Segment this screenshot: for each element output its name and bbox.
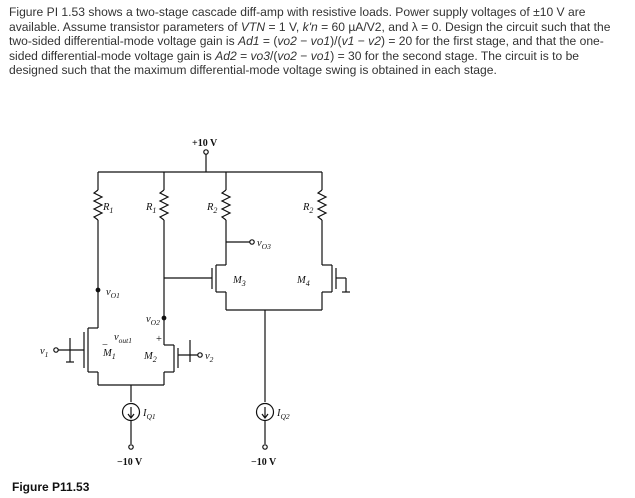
r1-left-label: R1	[102, 202, 113, 215]
figure-caption: Figure P11.53	[12, 480, 90, 494]
vout1-label: vout1	[114, 332, 132, 345]
r2-left-label: R2	[206, 202, 217, 215]
transistor-m4	[321, 264, 350, 310]
vo2-label: vO2	[146, 314, 160, 327]
r2-right-label: R2	[302, 202, 313, 215]
resistor-r2-right	[316, 189, 328, 221]
vout1-minus-sign: −	[102, 340, 108, 351]
m1-label: M1	[102, 348, 116, 361]
iq2-label: IQ2	[276, 408, 290, 421]
resistor-r2-left	[220, 189, 232, 221]
vout1-plus-sign: +	[156, 334, 162, 345]
m2-label: M2	[143, 351, 157, 364]
vss-terminal-right	[262, 444, 268, 450]
vdd-label: +10 V	[192, 138, 218, 149]
v1-label: v1	[40, 346, 48, 359]
vo3-label: vO3	[257, 238, 271, 251]
transistor-m2	[163, 344, 198, 385]
problem-statement: Figure PI 1.53 shows a two-stage cascade…	[9, 5, 611, 78]
transistor-m3	[164, 264, 227, 310]
vo1-label: vO1	[106, 287, 120, 300]
vdd-terminal	[203, 149, 209, 155]
v2-label: v2	[205, 351, 214, 364]
vss-terminal-left	[128, 444, 134, 450]
vss-right-label: −10 V	[251, 457, 277, 468]
vss-left-label: −10 V	[117, 457, 143, 468]
v1-terminal	[53, 347, 59, 353]
v2-terminal	[197, 352, 203, 358]
vo3-terminal	[249, 239, 255, 245]
resistor-r1-right	[158, 189, 170, 221]
resistor-r1-left	[92, 189, 104, 221]
m4-label: M4	[296, 275, 310, 288]
m3-label: M3	[232, 275, 246, 288]
iq1-label: IQ1	[142, 408, 156, 421]
transistor-m1	[58, 327, 99, 385]
r1-right-label: R1	[145, 202, 156, 215]
